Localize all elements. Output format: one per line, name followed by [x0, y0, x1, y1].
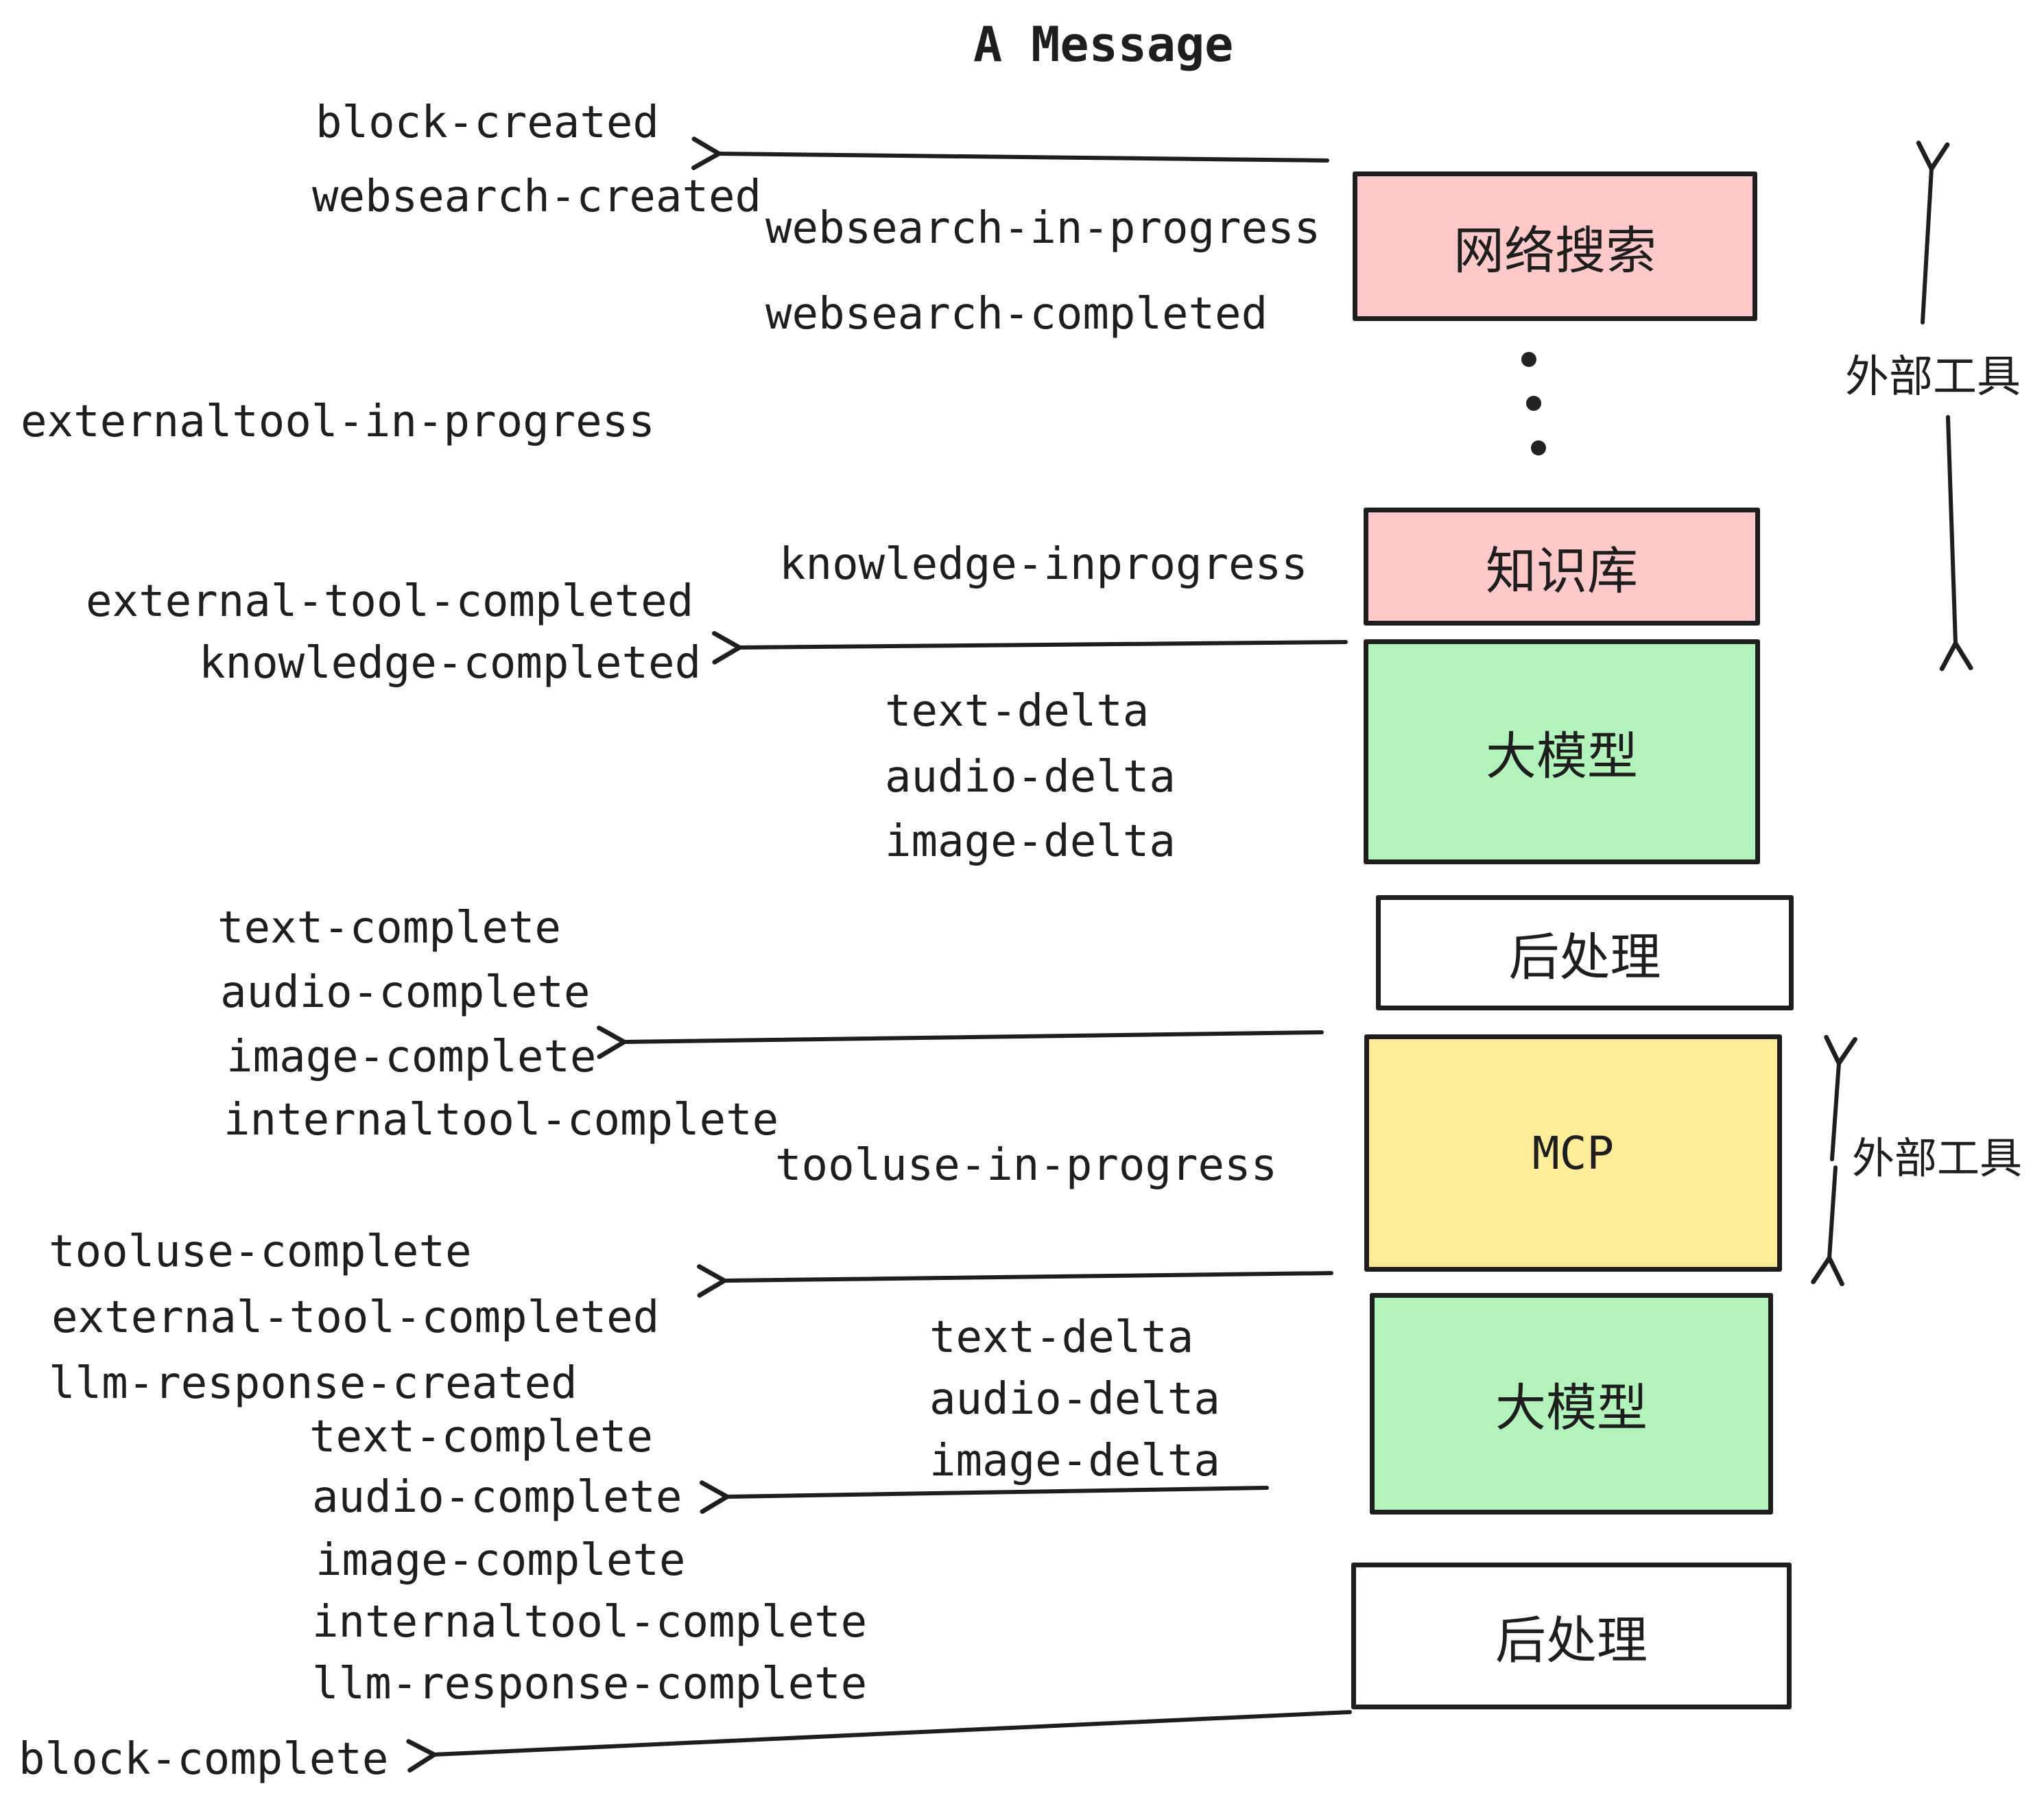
event-knowledge-completed: knowledge-completed — [199, 638, 702, 689]
event-image-delta: image-delta — [885, 816, 1176, 867]
event-image-complete-2: image-complete — [316, 1535, 686, 1586]
arrow-to-tooluse-complete — [724, 1273, 1333, 1281]
event-audio-delta-2: audio-delta — [929, 1374, 1220, 1425]
event-image-delta-2: image-delta — [929, 1436, 1220, 1486]
event-text-complete: text-complete — [217, 903, 561, 953]
event-websearch-created: websearch-created — [312, 171, 762, 222]
external-tool-down-arrow — [1948, 415, 1956, 643]
node-mcp: MCP — [1364, 1034, 1782, 1272]
arrow-to-block-created — [719, 154, 1329, 161]
arrow-to-block-complete — [434, 1710, 1352, 1755]
event-llm-response-complete: llm-response-complete — [312, 1659, 868, 1709]
event-knowledge-inprogress: knowledge-inprogress — [779, 539, 1308, 590]
event-audio-complete-2: audio-complete — [312, 1472, 682, 1523]
event-block-created: block-created — [316, 97, 659, 148]
mcp-up-arrow — [1832, 1063, 1839, 1161]
arrow-to-knowledge-completed — [739, 642, 1348, 648]
external-tool-up-arrow — [1923, 169, 1932, 324]
ellipsis-dots — [1521, 352, 1546, 455]
event-tooluse-complete: tooluse-complete — [49, 1226, 472, 1277]
mcp-down-arrow — [1829, 1165, 1835, 1258]
event-externaltool-in-progress: externaltool-in-progress — [21, 396, 655, 447]
arrow-to-image-complete — [624, 1032, 1324, 1042]
event-block-complete: block-complete — [19, 1734, 389, 1785]
event-llm-response-created: llm-response-created — [49, 1358, 578, 1409]
event-audio-delta: audio-delta — [885, 752, 1176, 803]
event-websearch-in-progress: websearch-in-progress — [765, 203, 1321, 254]
event-websearch-completed: websearch-completed — [765, 289, 1268, 340]
node-llm-1: 大模型 — [1364, 639, 1760, 864]
external-tool-label-top: 外部工具 — [1845, 352, 2021, 401]
event-text-delta: text-delta — [885, 686, 1150, 737]
event-audio-complete: audio-complete — [220, 967, 591, 1018]
event-internaltool-complete: internaltool-complete — [224, 1095, 779, 1146]
arrow-to-audio-complete — [727, 1488, 1269, 1497]
event-tooluse-in-progress: tooluse-in-progress — [775, 1140, 1278, 1191]
node-websearch: 网络搜索 — [1353, 171, 1757, 321]
event-image-complete: image-complete — [226, 1032, 597, 1082]
external-tool-label-bottom: 外部工具 — [1852, 1135, 2023, 1183]
event-external-tool-completed: external-tool-completed — [86, 576, 694, 627]
event-external-tool-completed-2: external-tool-completed — [51, 1292, 660, 1343]
event-internaltool-complete-2: internaltool-complete — [312, 1597, 868, 1648]
node-postprocess-1: 后处理 — [1376, 895, 1794, 1010]
event-text-complete-2: text-complete — [309, 1412, 653, 1462]
node-postprocess-2: 后处理 — [1351, 1563, 1792, 1709]
node-llm-2: 大模型 — [1370, 1293, 1773, 1515]
event-text-delta-2: text-delta — [929, 1312, 1194, 1363]
diagram-title: A Message — [973, 16, 1234, 73]
node-knowledge: 知识库 — [1364, 508, 1760, 626]
